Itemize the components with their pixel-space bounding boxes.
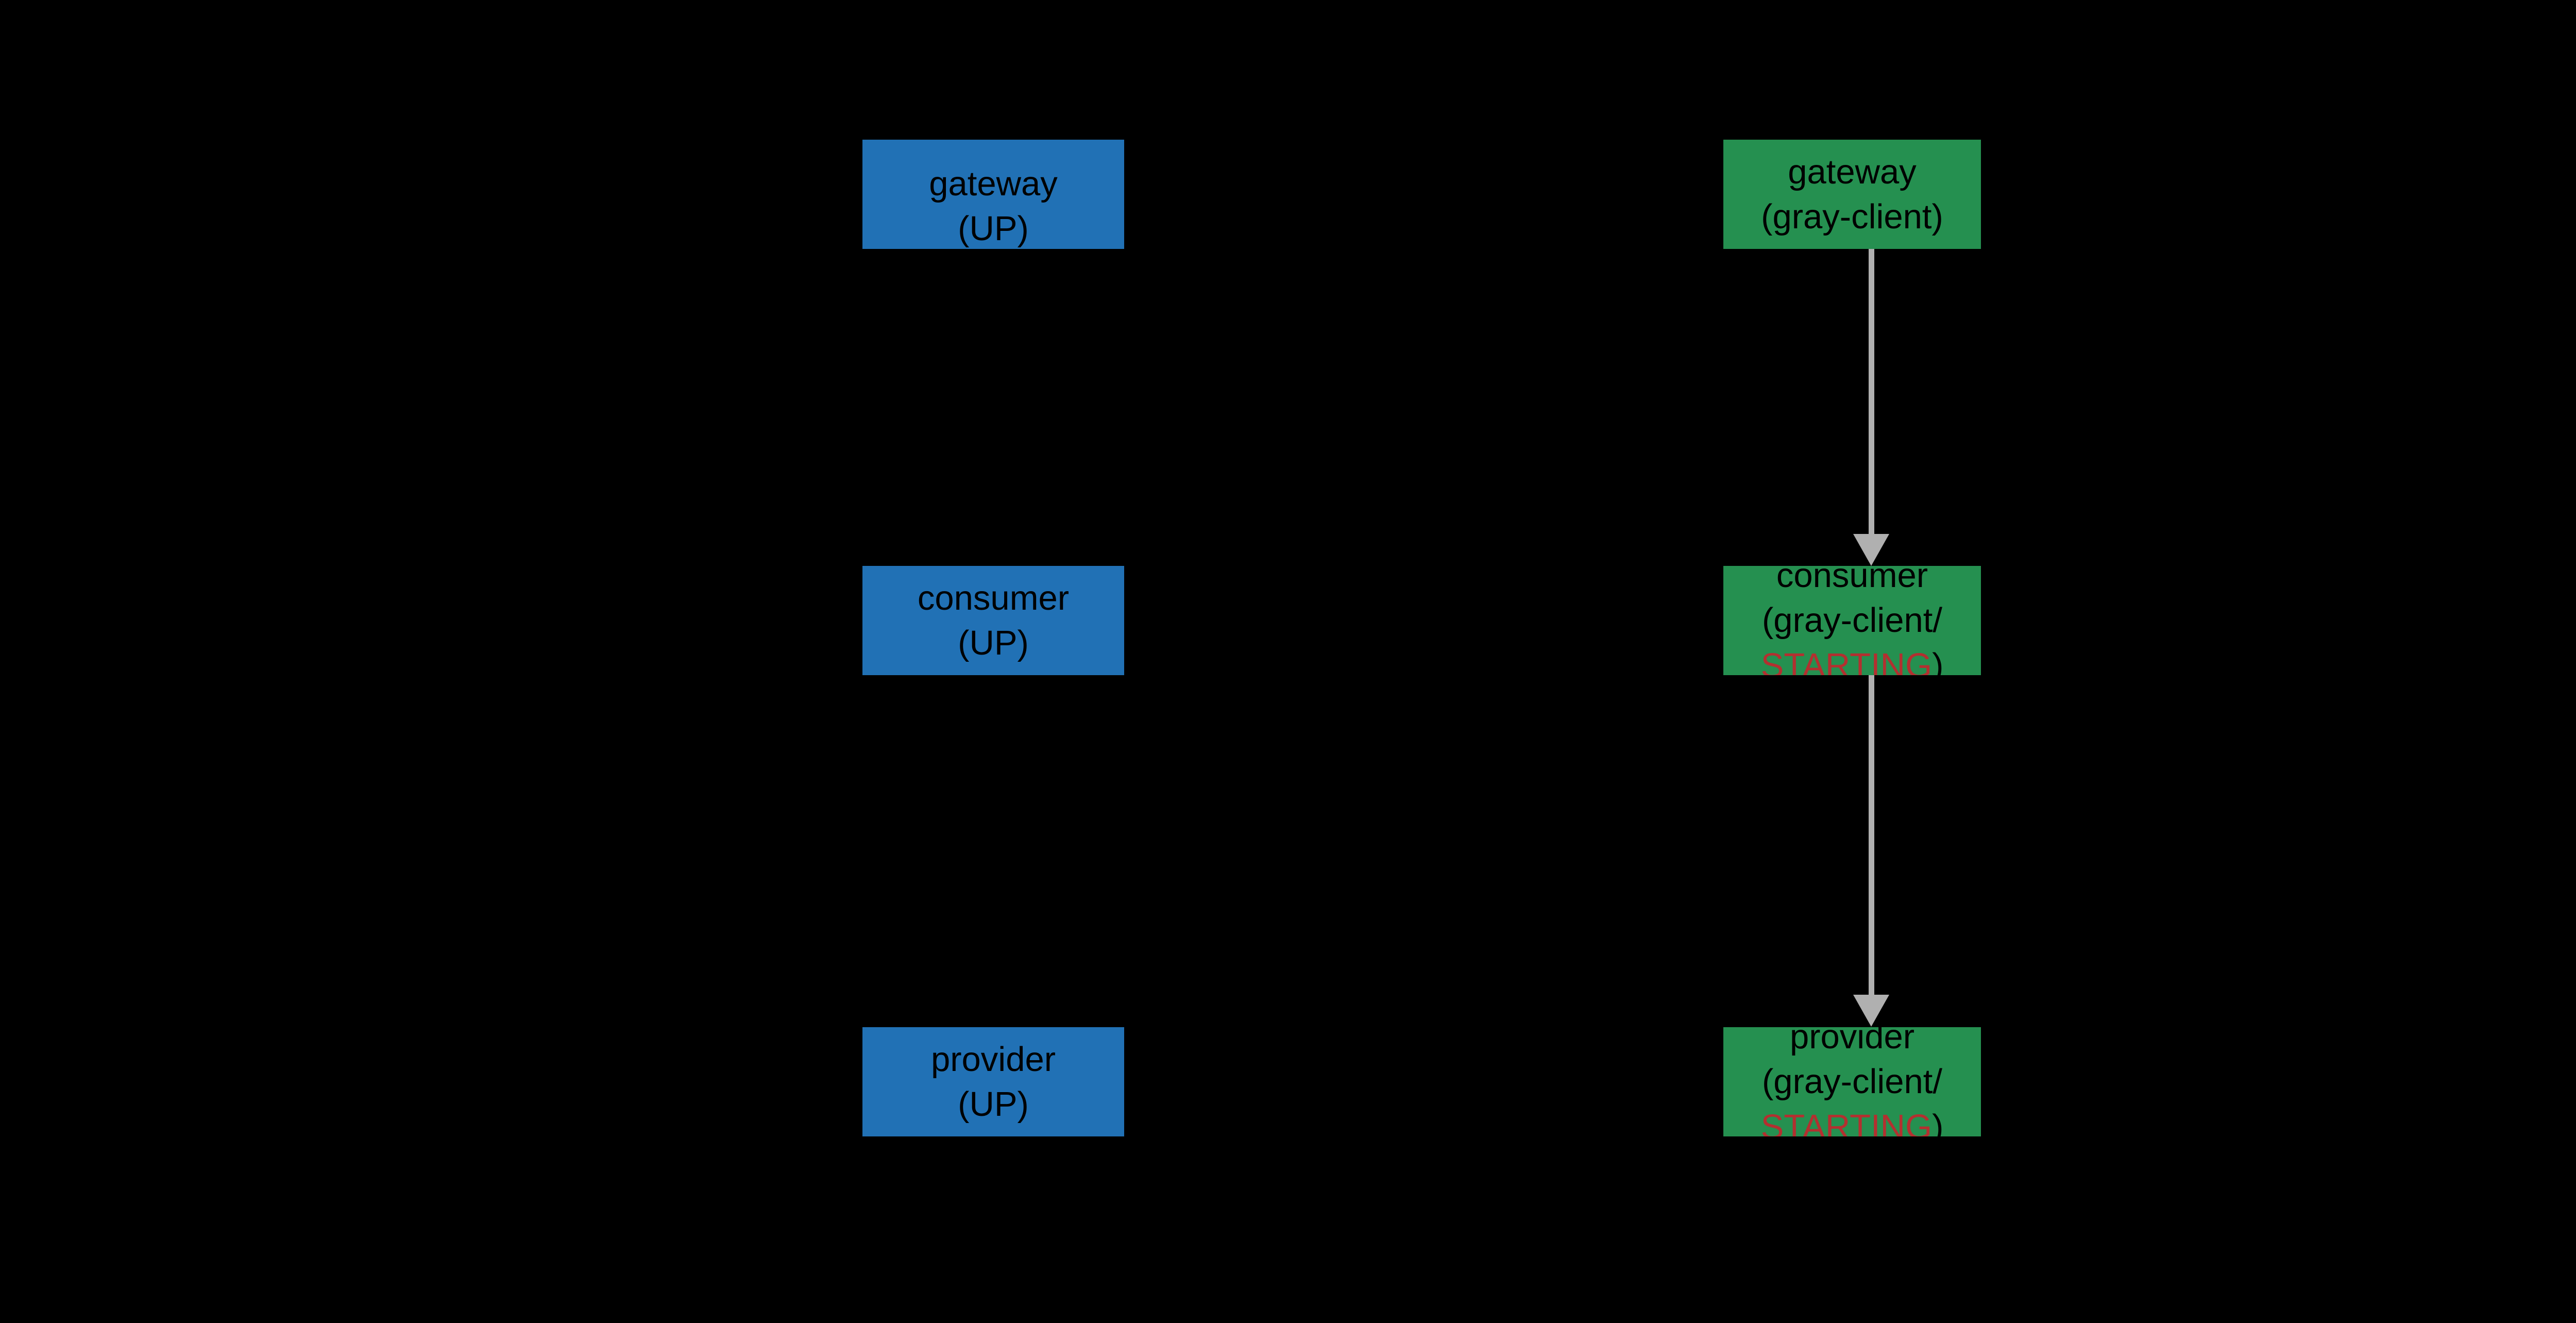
- edge-shaft: [1869, 675, 1874, 995]
- node-status-line: STARTING): [1761, 643, 1944, 675]
- status-close-paren: ): [1932, 646, 1944, 675]
- node-label-line: provider: [930, 1040, 1056, 1079]
- node-consumer-baseline[interactable]: consumer (UP): [862, 566, 1124, 675]
- node-provider-baseline[interactable]: provider (UP): [862, 1027, 1124, 1136]
- node-label-line: gateway: [929, 164, 1058, 203]
- edge-shaft: [1869, 249, 1874, 534]
- node-label-line: consumer: [1776, 566, 1928, 595]
- edge-arrowhead-icon: [1853, 534, 1889, 566]
- node-label-line-clipped: (UP): [958, 209, 1029, 248]
- node-consumer-gray[interactable]: consumer (gray-client/ STARTING): [1723, 566, 1981, 675]
- edge-arrowhead-icon: [1853, 995, 1889, 1027]
- node-label-line: gateway: [1788, 152, 1917, 191]
- node-tag-line: (gray-client/: [1762, 601, 1942, 640]
- node-tag-line: (gray-client/: [1762, 1062, 1942, 1101]
- node-provider-gray[interactable]: provider (gray-client/ STARTING): [1723, 1027, 1981, 1136]
- status-badge-starting: STARTING: [1760, 1107, 1933, 1136]
- node-gateway-gray[interactable]: gateway (gray-client): [1723, 140, 1981, 249]
- node-label-line: consumer: [917, 578, 1070, 617]
- node-tag-line: (gray-client): [1761, 197, 1943, 236]
- node-label-line: provider: [1789, 1027, 1915, 1057]
- node-status-line: STARTING): [1761, 1104, 1944, 1136]
- node-status-line: (UP): [958, 624, 1029, 662]
- node-status-line: (UP): [958, 1085, 1029, 1124]
- node-gateway-baseline[interactable]: gateway (UP): [862, 140, 1124, 249]
- status-close-paren: ): [1932, 1107, 1944, 1136]
- status-badge-starting: STARTING: [1760, 646, 1933, 675]
